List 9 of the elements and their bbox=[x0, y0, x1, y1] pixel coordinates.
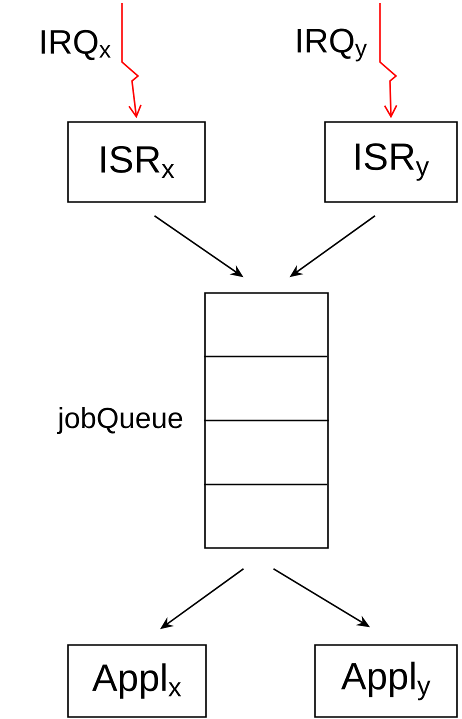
process-box: ISR$_{y}$ bbox=[324, 121, 458, 203]
edge-label: IRQ$_{x}$ bbox=[42, 30, 111, 60]
lightning-arrow bbox=[379, 3, 398, 118]
queue-label: jobQueue bbox=[57, 406, 182, 434]
lightning-arrow bbox=[121, 3, 142, 118]
edge-label: IRQ$_{y}$ bbox=[298, 28, 367, 62]
process-box: Appl$_{y}$ bbox=[314, 644, 458, 718]
process-box: ISR$_{x}$ bbox=[67, 121, 206, 203]
process-box: Appl$_{x}$ bbox=[67, 644, 207, 718]
